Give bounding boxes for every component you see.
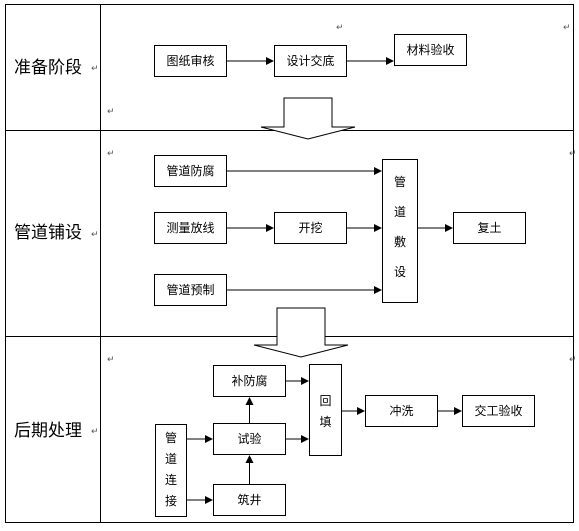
step-handover-acceptance: 交工验收 — [462, 395, 535, 427]
step-test: 试验 — [213, 423, 286, 455]
paragraph-mark: ↵ — [107, 107, 115, 117]
step-label-char: 道 — [394, 205, 406, 219]
step-label: 补防腐 — [231, 373, 267, 388]
step-label-char: 敷 — [394, 234, 406, 249]
step-material-acceptance: 材料验收 — [394, 34, 467, 66]
step-drawing-review: 图纸审核 — [154, 45, 227, 77]
step-label-char: 填 — [319, 415, 331, 429]
paragraph-marks: ↵ ↵ ↵ ↵ ↵ ↵ ↵ ↵ ↵ ↵ — [91, 23, 577, 437]
step-pipe-prefab: 管道预制 — [154, 274, 227, 306]
table-grid — [5, 4, 574, 523]
step-label-char: 设 — [394, 265, 406, 279]
step-label-char: 回 — [319, 394, 331, 408]
paragraph-mark: ↵ — [336, 23, 344, 33]
step-label: 交工验收 — [474, 403, 522, 418]
step-patch-anticorrosion: 补防腐 — [213, 365, 286, 397]
step-label: 材料验收 — [406, 42, 454, 57]
step-label-char: 道 — [165, 452, 177, 466]
step-label: 开挖 — [298, 220, 322, 235]
step-pipe-connect: 管 道 连 接 — [155, 424, 187, 517]
paragraph-mark: ↵ — [569, 355, 577, 365]
stage-down-arrow-2 — [253, 307, 349, 358]
step-label-char: 连 — [165, 472, 177, 487]
stage-label-prep: 准备阶段 — [14, 58, 82, 78]
step-build-well: 筑井 — [213, 484, 286, 516]
step-backfill-soil: 复土 — [453, 212, 526, 244]
step-label: 冲洗 — [389, 403, 413, 418]
step-label: 管道防腐 — [166, 163, 214, 178]
step-label: 筑井 — [237, 492, 261, 507]
paragraph-mark: ↵ — [91, 427, 99, 437]
paragraph-mark: ↵ — [107, 149, 115, 159]
step-label: 复土 — [477, 221, 501, 235]
step-survey-layout: 测量放线 — [154, 212, 227, 244]
step-label: 试验 — [237, 431, 261, 446]
step-label: 测量放线 — [166, 220, 214, 235]
paragraph-mark: ↵ — [91, 64, 99, 74]
stage-down-arrow-1 — [260, 97, 356, 140]
step-pipe-anticorrosion: 管道防腐 — [154, 155, 227, 187]
paragraph-mark: ↵ — [91, 230, 99, 240]
step-label-char: 接 — [165, 493, 177, 508]
step-label: 图纸审核 — [166, 53, 214, 68]
stage-label-post: 后期处理 — [14, 421, 82, 441]
step-label: 设计交底 — [286, 53, 334, 68]
step-label-char: 管 — [165, 430, 177, 445]
step-backfill: 回 填 — [309, 364, 342, 456]
step-flush: 冲洗 — [365, 395, 438, 427]
step-excavation: 开挖 — [274, 212, 347, 244]
paragraph-mark: ↵ — [107, 355, 115, 365]
step-pipe-laying: 管 道 敷 设 — [382, 159, 418, 303]
stage-label-laying: 管道铺设 — [14, 223, 82, 243]
paragraph-mark: ↵ — [563, 23, 571, 33]
step-design-handover: 设计交底 — [274, 45, 347, 77]
paragraph-mark: ↵ — [569, 149, 577, 159]
step-label: 管道预制 — [166, 282, 214, 297]
step-label-char: 管 — [394, 174, 406, 189]
